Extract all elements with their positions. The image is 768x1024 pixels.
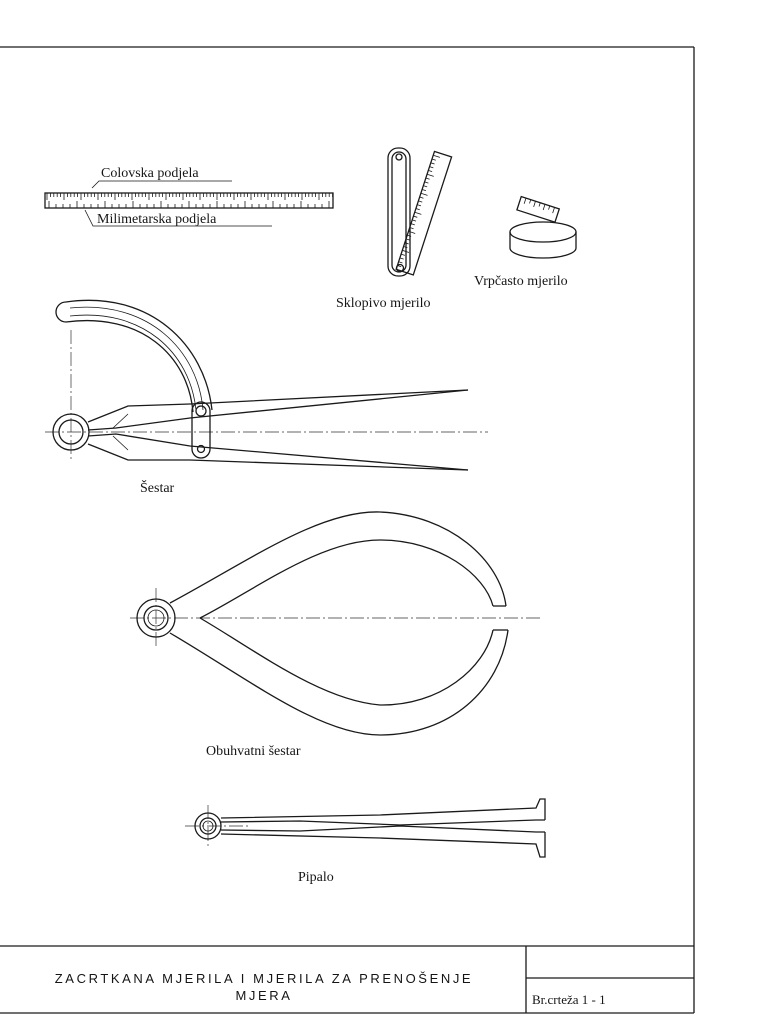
ruler-tick: [397, 265, 402, 268]
ruler-tick: [417, 204, 422, 207]
ruler-tick: [426, 173, 434, 177]
ruler-ticks: [46, 193, 334, 208]
ruler-tick: [415, 208, 420, 211]
ruler-tick: [423, 185, 428, 188]
ruler-drawing: [44, 180, 334, 227]
drawing-title-line2: MJERA: [235, 988, 292, 1003]
pipalo-label: Pipalo: [298, 870, 334, 885]
ruler-tick: [409, 227, 414, 230]
ruler-tick: [399, 257, 404, 260]
ruler-tick: [410, 223, 415, 226]
ruler-tick: [425, 177, 430, 180]
milimetarska-label: Milimetarska podjela: [97, 212, 217, 227]
ruler-tick: [433, 154, 441, 158]
drawing-frame: [0, 46, 695, 1014]
divider-drawing: [45, 299, 488, 471]
ruler-tick: [428, 170, 433, 173]
ruler-tick: [405, 238, 410, 241]
folding-rule-drawing: [387, 147, 453, 277]
drawing-title-line1: ZACRTKANA MJERILA I MJERILA ZA PRENOŠENJ…: [55, 971, 473, 986]
outside-caliper-drawing: [130, 511, 540, 736]
folding-rule-ticks: [397, 154, 441, 268]
ruler-tick: [424, 181, 429, 184]
ruler-tick: [407, 234, 412, 237]
ruler-tick: [414, 211, 422, 215]
ruler-tick: [400, 253, 406, 256]
ruler-tick: [412, 219, 417, 222]
ruler-tick: [430, 162, 435, 165]
tape-measure-drawing: [509, 195, 577, 259]
ruler-tick: [398, 261, 403, 264]
ruler-tick: [408, 230, 416, 234]
colovska-label: Colovska podjela: [101, 166, 199, 181]
ruler-tick: [420, 192, 428, 196]
sklopivo-label: Sklopivo mjerilo: [336, 296, 431, 311]
ruler-tick: [403, 246, 408, 249]
title-block: [0, 945, 694, 1013]
ruler-tick: [429, 166, 434, 169]
ruler-tick: [419, 196, 424, 199]
ruler-tick: [402, 249, 410, 253]
obuhvatni-label: Obuhvatni šestar: [206, 744, 301, 759]
sestar-label: Šestar: [140, 479, 175, 496]
inside-caliper-drawing: [185, 798, 546, 858]
ruler-tick: [413, 215, 418, 218]
ruler-tick: [421, 189, 427, 192]
ruler-tick: [404, 242, 409, 245]
drawing-number: Br.crteža 1 - 1: [532, 992, 606, 1007]
ruler-tick: [431, 158, 436, 161]
ruler-tick: [418, 200, 423, 203]
vrpcasto-label: Vrpčasto mjerilo: [474, 274, 568, 289]
